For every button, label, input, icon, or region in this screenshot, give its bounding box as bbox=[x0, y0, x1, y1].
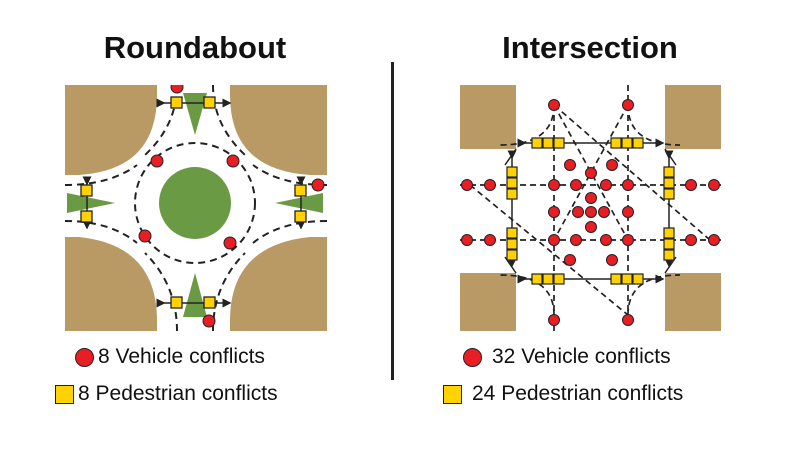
intersection-vehicle-legend-label: 32 Vehicle conflicts bbox=[492, 345, 671, 368]
land-bottom-left bbox=[65, 237, 157, 331]
roundabout-diagram bbox=[65, 85, 327, 331]
land-bottom-right bbox=[230, 237, 327, 331]
circulating-path bbox=[134, 142, 256, 264]
roundabout-pedestrian-legend: 8 Pedestrian conflicts bbox=[55, 382, 278, 406]
pedestrian-conflict-marker bbox=[443, 384, 462, 404]
approach-paths bbox=[65, 85, 327, 331]
intersection-vehicle-legend: 32 Vehicle conflicts bbox=[463, 345, 671, 369]
intersection-pedestrian-legend: 24 Pedestrian conflicts bbox=[443, 382, 683, 406]
pedestrian-conflicts bbox=[506, 137, 675, 285]
intersection-pedestrian-legend-label: 24 Pedestrian conflicts bbox=[472, 382, 684, 405]
land-top-left bbox=[65, 85, 157, 175]
vehicle-conflict-marker bbox=[75, 347, 94, 367]
land-top-left bbox=[460, 85, 516, 149]
roundabout-title: Roundabout bbox=[103, 30, 287, 65]
intersection-title: Intersection bbox=[502, 30, 678, 65]
land-bottom-left bbox=[460, 273, 516, 331]
intersection-diagram bbox=[460, 85, 721, 331]
pedestrian-conflicts bbox=[80, 96, 307, 309]
roundabout-pedestrian-legend-label: 8 Pedestrian conflicts bbox=[78, 382, 278, 405]
land-bottom-right bbox=[665, 273, 721, 331]
divider-line bbox=[391, 62, 394, 380]
central-island bbox=[159, 167, 231, 239]
roundabout-vehicle-legend-label: 8 Vehicle conflicts bbox=[98, 345, 265, 368]
vehicle-conflict-marker bbox=[463, 347, 482, 367]
vehicle-conflicts bbox=[461, 99, 720, 326]
land-top-right bbox=[665, 85, 721, 149]
land-top-right bbox=[230, 85, 327, 175]
pedestrian-conflict-marker bbox=[55, 384, 74, 404]
vehicle-conflicts bbox=[138, 85, 325, 328]
roundabout-vehicle-legend: 8 Vehicle conflicts bbox=[75, 345, 265, 369]
